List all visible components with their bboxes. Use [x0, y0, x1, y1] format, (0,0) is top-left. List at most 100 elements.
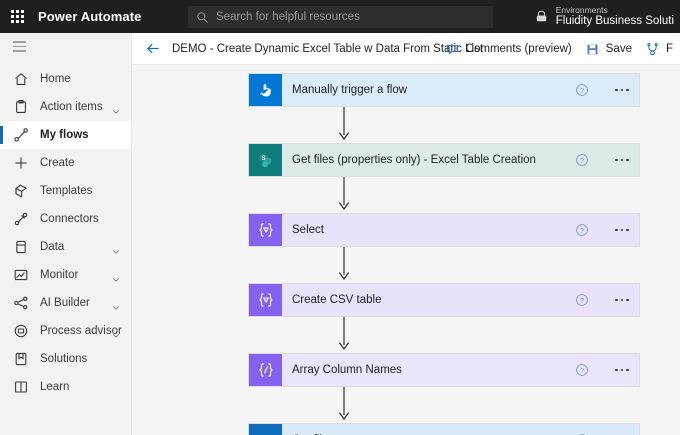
flow-step-title: Array Column Names	[292, 364, 402, 376]
sidebar-item-home[interactable]: Home	[0, 65, 131, 93]
flow-checker-button[interactable]: F	[639, 33, 680, 65]
svg-text:?: ?	[580, 86, 584, 95]
flow-connector-arrow-icon	[248, 107, 640, 143]
save-icon	[586, 42, 600, 56]
svg-text:?: ?	[580, 226, 584, 235]
variables-icon	[249, 354, 282, 386]
ai-builder-icon	[13, 295, 29, 311]
svg-text:?: ?	[580, 366, 584, 375]
flow-connector-arrow-icon	[248, 247, 640, 283]
search-icon	[196, 11, 209, 24]
flow-title: DEMO - Create Dynamic Excel Table w Data…	[172, 42, 484, 55]
environment-label: Environments	[555, 5, 608, 15]
flow-step-title: Manually trigger a flow	[292, 84, 408, 96]
flow-step-card[interactable]: Get file content ?	[248, 423, 640, 435]
learn-icon	[13, 379, 29, 395]
sidebar-item-label: Solutions	[40, 353, 88, 365]
help-icon[interactable]: ?	[575, 153, 589, 167]
sidebar-item-label: Data	[40, 241, 65, 253]
comments-button[interactable]: Comments (preview)	[439, 33, 579, 65]
environment-name: Fluidity Business Soluti	[555, 15, 674, 27]
flow-designer-canvas[interactable]: Manually trigger a flow ? S Get files (p…	[132, 65, 680, 435]
help-icon[interactable]: ?	[575, 363, 589, 377]
global-search-box[interactable]: Search for helpful resources	[188, 6, 493, 28]
flow-checker-icon	[646, 42, 660, 56]
database-icon	[13, 239, 29, 255]
command-bar: DEMO - Create Dynamic Excel Table w Data…	[132, 33, 680, 65]
home-icon	[13, 71, 29, 87]
chevron-down-icon[interactable]	[112, 243, 120, 254]
back-arrow-icon[interactable]	[138, 33, 168, 65]
flow-step-card[interactable]: Select ?	[248, 213, 640, 247]
flow-step-card[interactable]: S Get files (properties only) - Excel Ta…	[248, 143, 640, 177]
sidebar-item-label: Process advisor	[40, 325, 122, 337]
save-label: Save	[605, 43, 632, 55]
help-icon[interactable]: ?	[575, 293, 589, 307]
search-input[interactable]: Search for helpful resources	[216, 11, 360, 23]
data-operation-icon	[249, 214, 282, 246]
sidebar-item-learn[interactable]: Learn	[0, 373, 131, 401]
monitor-icon	[13, 267, 29, 283]
touch-trigger-icon	[249, 74, 282, 106]
flow-icon	[13, 127, 29, 143]
flow-connector-arrow-icon	[248, 387, 640, 423]
sidebar-item-process-advisor[interactable]: Process advisor	[0, 317, 131, 345]
chevron-down-icon[interactable]	[112, 299, 120, 310]
svg-text:?: ?	[580, 156, 584, 165]
sidebar-item-label: Templates	[40, 185, 93, 197]
sidebar-item-create[interactable]: Create	[0, 149, 131, 177]
flow-step-title: Select	[292, 224, 324, 236]
sidebar-item-label: My flows	[40, 129, 89, 141]
chevron-down-icon[interactable]	[112, 327, 120, 338]
more-menu-icon[interactable]	[609, 354, 635, 386]
more-menu-icon[interactable]	[609, 74, 635, 106]
sidebar-item-data[interactable]: Data	[0, 233, 131, 261]
flow-checker-label: F	[665, 43, 673, 55]
collapse-nav-icon[interactable]	[0, 33, 131, 63]
flow-connector-arrow-icon	[248, 177, 640, 213]
sidebar-item-ai-builder[interactable]: AI Builder	[0, 289, 131, 317]
app-launcher-icon[interactable]	[0, 0, 34, 33]
templates-icon	[13, 183, 29, 199]
flow-step-title: Get files (properties only) - Excel Tabl…	[292, 154, 536, 166]
more-menu-icon[interactable]	[609, 284, 635, 316]
environment-icon	[534, 9, 549, 24]
connectors-icon	[13, 211, 29, 227]
help-icon[interactable]: ?	[575, 83, 589, 97]
onedrive-icon	[249, 424, 282, 435]
command-bar-actions: Comments (preview) Save	[439, 33, 680, 65]
sidebar-item-connectors[interactable]: Connectors	[0, 205, 131, 233]
more-menu-icon[interactable]	[609, 214, 635, 246]
more-menu-icon[interactable]	[609, 424, 635, 435]
help-icon[interactable]: ?	[575, 223, 589, 237]
flow-step-card[interactable]: Create CSV table ?	[248, 283, 640, 317]
top-navigation-bar: Power Automate Search for helpful resour…	[0, 0, 680, 33]
sidebar-item-label: Monitor	[40, 269, 79, 281]
flow-connector-arrow-icon	[248, 317, 640, 353]
process-advisor-icon	[13, 323, 29, 339]
sidebar-item-my-flows[interactable]: My flows	[0, 121, 131, 149]
sidebar-item-action-items[interactable]: Action items	[0, 93, 131, 121]
chevron-down-icon[interactable]	[112, 271, 120, 282]
clipboard-icon	[13, 99, 29, 115]
sidebar-item-monitor[interactable]: Monitor	[0, 261, 131, 289]
sidebar-item-label: Connectors	[40, 213, 99, 225]
sidebar-item-label: Learn	[40, 381, 70, 393]
comments-label: Comments (preview)	[465, 43, 572, 55]
sidebar-item-templates[interactable]: Templates	[0, 177, 131, 205]
more-menu-icon[interactable]	[609, 144, 635, 176]
flow-step-card[interactable]: Manually trigger a flow ?	[248, 73, 640, 107]
sidebar-item-label: Home	[40, 73, 71, 85]
flow-step-title: Create CSV table	[292, 294, 382, 306]
data-operation-icon	[249, 284, 282, 316]
sidebar-item-solutions[interactable]: Solutions	[0, 345, 131, 373]
flow-step-card[interactable]: Array Column Names ?	[248, 353, 640, 387]
sidebar-item-label: AI Builder	[40, 297, 90, 309]
environment-picker[interactable]: Environments Fluidity Business Soluti	[524, 0, 680, 33]
svg-text:?: ?	[580, 296, 584, 305]
solutions-icon	[13, 351, 29, 367]
chevron-down-icon[interactable]	[112, 103, 120, 114]
save-button[interactable]: Save	[579, 33, 639, 65]
